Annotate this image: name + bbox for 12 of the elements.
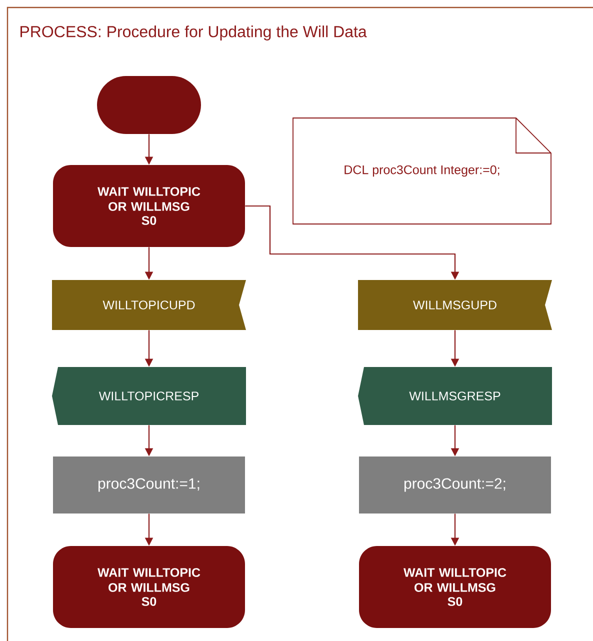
task-box: proc3Count:=1; — [53, 456, 245, 514]
task-box: proc3Count:=2; — [359, 456, 551, 514]
state-box: WAIT WILLTOPIC OR WILLMSG S0 — [53, 546, 245, 628]
comment-note: DCL proc3Count Integer:=0; — [292, 118, 552, 224]
state-box: WAIT WILLTOPIC OR WILLMSG S0 — [359, 546, 551, 628]
input-signal-box: WILLMSGUPD — [358, 280, 552, 330]
output-signal-box: WILLTOPICRESP — [52, 367, 246, 425]
state-box: WAIT WILLTOPIC OR WILLMSG S0 — [53, 165, 245, 247]
input-signal-box: WILLTOPICUPD — [52, 280, 246, 330]
output-signal-box: WILLMSGRESP — [358, 367, 552, 425]
title: PROCESS: Procedure for Updating the Will Data — [20, 26, 367, 40]
start-terminator — [97, 76, 201, 134]
